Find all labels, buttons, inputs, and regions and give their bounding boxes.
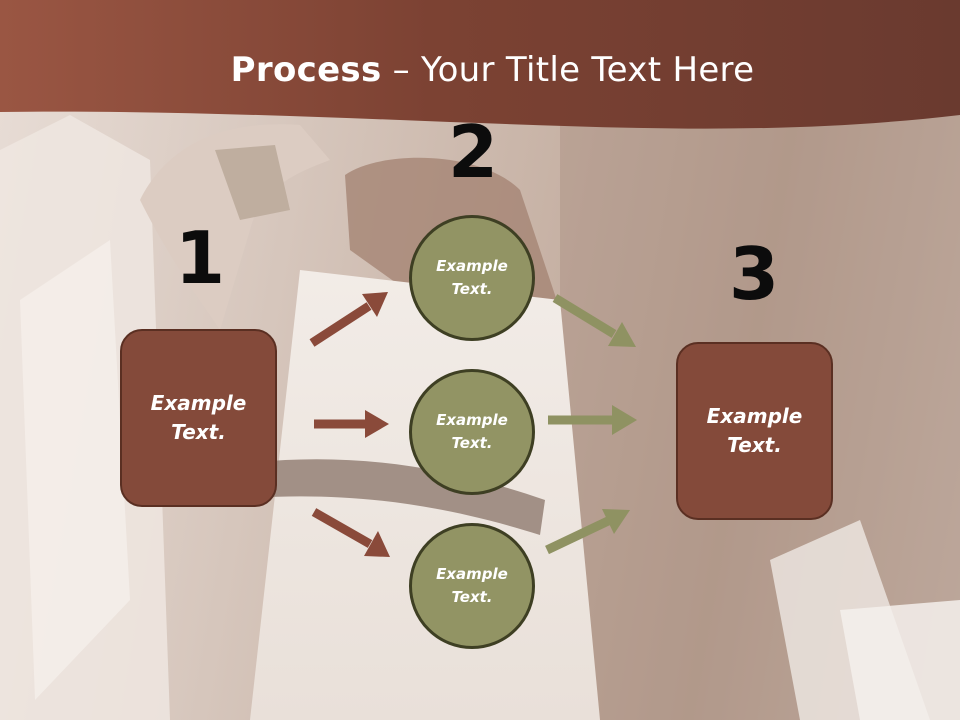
title-bold: Process — [230, 50, 382, 90]
arrow-right-up — [545, 509, 630, 555]
step-number-3: 3 — [728, 232, 780, 316]
arrow-left-up — [309, 292, 388, 347]
arrow-left-down — [311, 508, 390, 557]
title-rest: – Your Title Text Here — [381, 50, 755, 90]
arrow-left-middle — [314, 410, 389, 438]
step-number-2: 2 — [447, 110, 499, 194]
circle-top[interactable]: Example Text. — [409, 215, 535, 341]
arrow-right-down — [552, 294, 636, 347]
step-number-1: 1 — [174, 216, 226, 300]
arrow-right-middle — [548, 405, 637, 435]
step-3-box[interactable]: Example Text. — [676, 342, 833, 520]
circle-middle[interactable]: Example Text. — [409, 369, 535, 495]
slide-title: Process – Your Title Text Here — [0, 50, 960, 90]
step-1-box[interactable]: Example Text. — [120, 329, 277, 507]
circle-bottom[interactable]: Example Text. — [409, 523, 535, 649]
